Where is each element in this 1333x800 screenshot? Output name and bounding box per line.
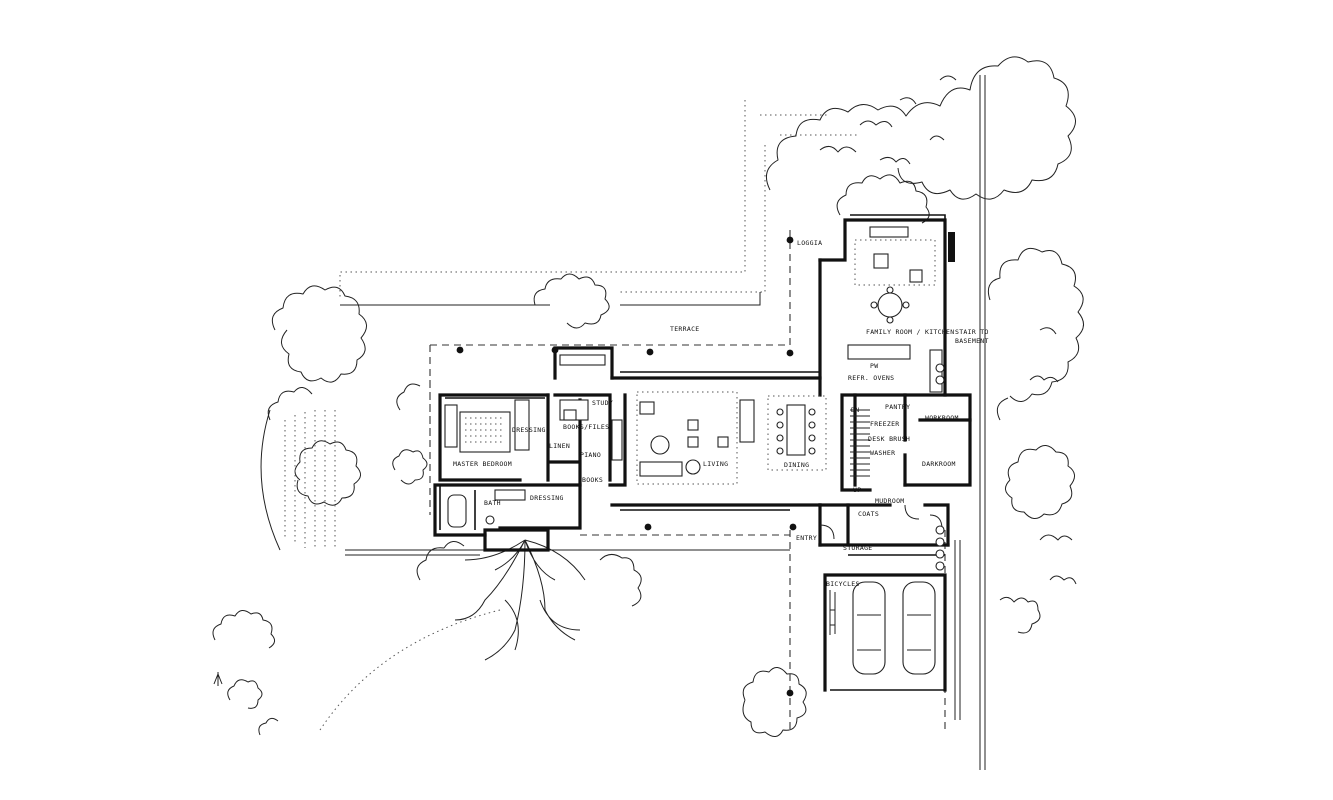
walls-bedroom-wing: [433, 346, 627, 552]
fireplace: [948, 232, 955, 262]
family-sofa: [869, 226, 909, 238]
label-pantry: PANTRY: [885, 403, 910, 411]
property-line-right: [979, 75, 986, 770]
family-rug: [854, 239, 936, 286]
room-labels: LOGGIA TERRACE FAMILY ROOM / KITCHEN STA…: [453, 239, 989, 588]
family-chair-2: [909, 269, 923, 283]
dining-table: [786, 404, 806, 456]
tree-canopy-left: [271, 285, 367, 383]
label-books: BOOKS: [582, 476, 603, 484]
label-linen: LINEN: [549, 442, 570, 450]
label-master-bedroom: MASTER BEDROOM: [453, 460, 512, 468]
bicycles: [829, 590, 836, 635]
tree-canopy-right: [987, 247, 1084, 519]
living-bookshelf: [739, 399, 755, 443]
walls-living-dining: [610, 258, 822, 511]
label-family-room-kitchen: FAMILY ROOM / KITCHEN: [866, 328, 954, 336]
terrace-edge: [429, 225, 791, 515]
label-entry: ENTRY: [796, 534, 817, 542]
label-dining: DINING: [784, 461, 809, 469]
label-storage: STORAGE: [843, 544, 873, 552]
garden-path: [319, 609, 501, 731]
armchair-1: [687, 419, 699, 431]
label-up: UP: [853, 486, 861, 494]
label-darkroom: DARKROOM: [922, 460, 956, 468]
kitchen-table: [877, 292, 903, 318]
columns: [456, 236, 797, 697]
tree-canopy-top-right: [765, 56, 1076, 200]
label-piano: PIANO: [580, 451, 601, 459]
car-left: [852, 581, 886, 675]
terrace-planter: [559, 354, 606, 366]
label-loggia: LOGGIA: [797, 239, 822, 247]
label-books-files: BOOKS/FILES: [563, 423, 609, 431]
living-rug: [636, 391, 738, 485]
label-desk-brush: DESK BRUSH: [868, 435, 910, 443]
label-basement: BASEMENT: [955, 337, 989, 345]
master-bed: [459, 411, 511, 453]
label-terrace: TERRACE: [670, 325, 700, 333]
label-coats: COATS: [858, 510, 879, 518]
armchair-3: [717, 436, 729, 448]
coffee-table: [650, 435, 670, 455]
label-living: LIVING: [703, 460, 728, 468]
label-pw: PW: [870, 362, 878, 370]
study-chair: [563, 409, 577, 421]
label-bath: BATH: [484, 499, 501, 507]
bathtub: [447, 494, 467, 528]
label-mudroom: MUDROOM: [875, 497, 905, 505]
label-dressing-top: DRESSING: [512, 426, 546, 434]
label-workroom: WORKROOM: [925, 414, 959, 422]
terrace-outline-outer: [339, 100, 766, 300]
label-refr-ovens: REFR. OVENS: [848, 374, 894, 382]
shrub-bottom-right: [742, 667, 807, 737]
lawn-edge: [260, 409, 281, 551]
label-washer: WASHER: [870, 449, 895, 457]
tree-canopy-loggia: [836, 174, 930, 224]
landscape-trees: [212, 56, 1084, 737]
label-dn: DN: [851, 406, 859, 414]
stair-basement: [850, 409, 870, 477]
furniture: [444, 226, 945, 691]
kitchen-island: [847, 344, 911, 360]
tree-canopy-terrace: [533, 273, 610, 329]
label-dressing-bottom: DRESSING: [530, 494, 564, 502]
label-bicycles: BICYCLES: [826, 580, 860, 588]
label-stair-to: STAIR TO: [955, 328, 989, 336]
dining-rug: [767, 395, 827, 471]
bed-bench: [444, 404, 458, 448]
side-table: [685, 459, 701, 475]
family-chair: [873, 253, 889, 269]
car-right: [902, 581, 936, 675]
lounge-chair: [639, 401, 655, 415]
dressing-cabinet: [514, 399, 530, 451]
label-study: STUDY: [592, 399, 613, 407]
piano: [611, 419, 623, 461]
tree-trunk-roots: [454, 539, 586, 661]
toilet: [485, 515, 495, 525]
armchair-2: [687, 436, 699, 448]
living-sofa: [639, 461, 683, 477]
vanity: [494, 489, 526, 501]
shrub-bottom-left: [212, 610, 279, 736]
label-freezer: FREEZER: [870, 420, 900, 428]
